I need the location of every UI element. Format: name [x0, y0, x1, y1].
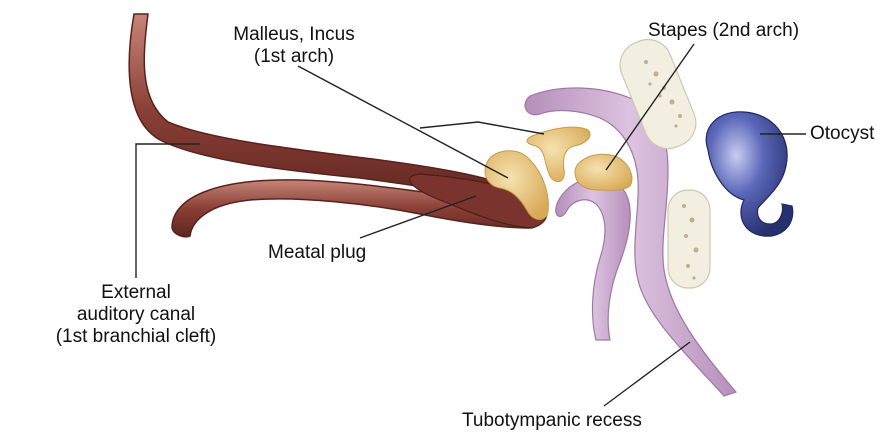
otocyst-label: Otocyst: [810, 123, 874, 145]
external-canal-label-line2: auditory canal: [4, 304, 268, 326]
malleus-incus-label: Malleus, Incus (1st arch): [196, 24, 392, 68]
external-canal-label-line1: External: [4, 282, 268, 304]
arch-leader: [420, 122, 544, 134]
meatal-plug-label: Meatal plug: [268, 242, 366, 264]
malleus-incus-label-line2: (1st arch): [196, 46, 392, 68]
stapes-ossicle: [575, 154, 632, 190]
stapes-label: Stapes (2nd arch): [648, 20, 799, 42]
otocyst-shape: [706, 112, 793, 236]
tubotympanic-recess-inner: [556, 177, 630, 340]
malleus-incus-label-line1: Malleus, Incus: [196, 24, 392, 46]
tubotympanic-leader: [604, 342, 690, 406]
lower-cartilage-tube: [668, 190, 710, 288]
external-canal-label-line3: (1st branchial cleft): [4, 326, 268, 348]
external-canal-label: External auditory canal (1st branchial c…: [4, 282, 268, 348]
tubotympanic-label: Tubotympanic recess: [462, 410, 642, 432]
